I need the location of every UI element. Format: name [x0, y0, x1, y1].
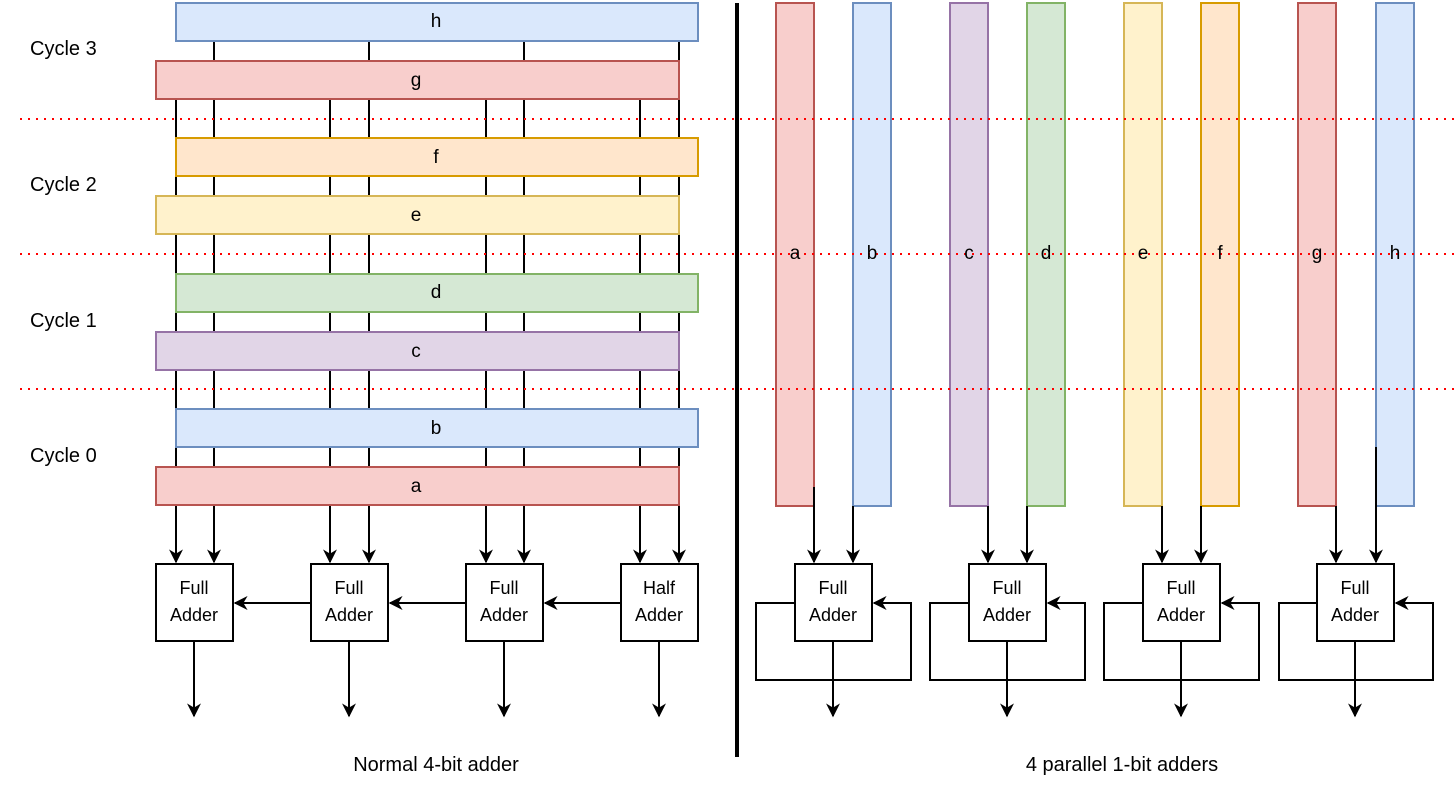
- adder-label: Full: [489, 578, 518, 598]
- cycle-label: Cycle 3: [30, 38, 97, 60]
- adder-box: [310, 563, 389, 642]
- adder-label: Adder: [635, 605, 683, 625]
- vbar-label: d: [1041, 243, 1052, 264]
- left-operand-bars: h g f e d c b a: [155, 2, 699, 506]
- bar-c: [155, 331, 680, 371]
- adder-box: [1316, 563, 1395, 642]
- adder-label: Adder: [983, 605, 1031, 625]
- left-adder-labels: Full Adder Full Adder Full Adder Half Ad…: [170, 578, 683, 625]
- bar-g-label: g: [411, 70, 422, 91]
- right-wires: [755, 447, 1434, 718]
- adder-box: [1142, 563, 1221, 642]
- left-carry-arrows: [187, 596, 666, 718]
- adder-box: [620, 563, 699, 642]
- caption-right: 4 parallel 1-bit adders: [1026, 754, 1218, 776]
- left-adders: [155, 563, 699, 642]
- adder-label: Half: [643, 578, 676, 598]
- adder-label: Full: [818, 578, 847, 598]
- caption-left: Normal 4-bit adder: [353, 754, 519, 776]
- bar-c-label: c: [411, 341, 421, 362]
- adder-label: Full: [992, 578, 1021, 598]
- adder-box: [155, 563, 234, 642]
- bar-b: [175, 408, 699, 448]
- vbar-label: b: [867, 243, 878, 264]
- cycle-label: Cycle 1: [30, 310, 97, 332]
- adder-box: [794, 563, 873, 642]
- bar-f-label: f: [433, 147, 439, 168]
- adder-box: [465, 563, 544, 642]
- right-adder-labels: Full Adder Full Adder Full Adder Full Ad…: [809, 578, 1379, 625]
- bar-a: [155, 466, 680, 506]
- cycle-labels: Cycle 3 Cycle 2 Cycle 1 Cycle 0: [30, 38, 97, 467]
- adder-box: [968, 563, 1047, 642]
- vbar-label: e: [1138, 243, 1149, 264]
- bar-g: [155, 60, 680, 100]
- bar-a-label: a: [411, 476, 422, 497]
- adder-label: Full: [1340, 578, 1369, 598]
- bar-h-label: h: [431, 11, 442, 32]
- adder-label: Adder: [325, 605, 373, 625]
- bar-d-label: d: [431, 282, 442, 303]
- vbar-a: [775, 2, 815, 507]
- vbar-label: h: [1390, 243, 1401, 264]
- adder-label: Full: [334, 578, 363, 598]
- adder-label: Adder: [170, 605, 218, 625]
- vbar-label: g: [1312, 243, 1323, 264]
- vbar-label: a: [790, 243, 801, 264]
- adder-label: Adder: [1331, 605, 1379, 625]
- adder-label: Adder: [809, 605, 857, 625]
- vbar-label: f: [1217, 243, 1223, 264]
- bar-f: [175, 137, 699, 177]
- bar-h: [175, 2, 699, 42]
- bar-e-label: e: [411, 205, 422, 226]
- vbar-e: [1123, 2, 1163, 507]
- adder-label: Adder: [1157, 605, 1205, 625]
- adder-label: Adder: [480, 605, 528, 625]
- bar-d: [175, 273, 699, 313]
- adder-label: Full: [179, 578, 208, 598]
- right-adders: [794, 563, 1395, 642]
- right-bar-labels: a b c d e f g h: [790, 243, 1401, 264]
- cycle-label: Cycle 0: [30, 445, 97, 467]
- bar-b-label: b: [431, 418, 442, 439]
- adder-label: Full: [1166, 578, 1195, 598]
- cycle-label: Cycle 2: [30, 174, 97, 196]
- vbar-h: [1375, 2, 1415, 507]
- vbar-label: c: [964, 243, 974, 264]
- bar-e: [155, 195, 680, 235]
